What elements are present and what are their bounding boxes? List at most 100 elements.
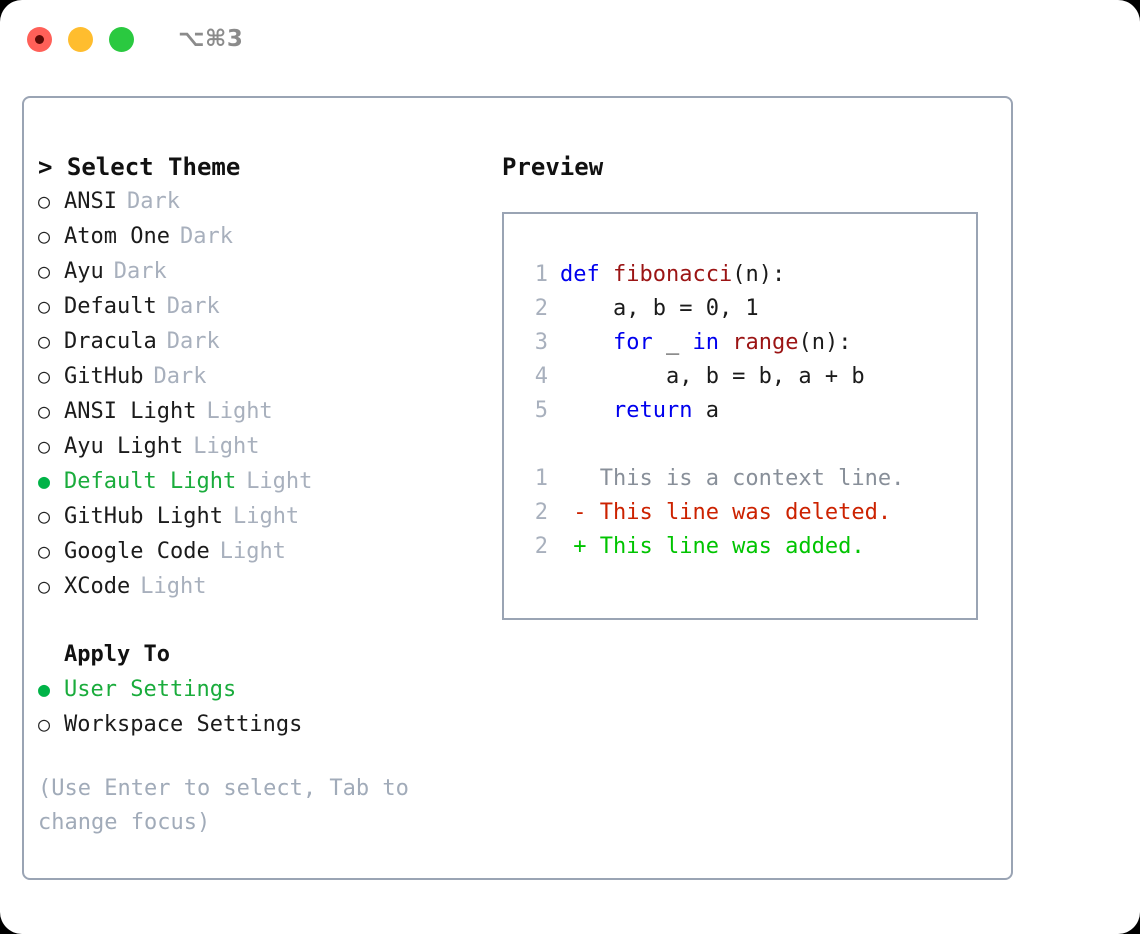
theme-option-ansi-light[interactable]: ○ ANSI Light Light bbox=[38, 394, 492, 429]
code-token-kw: return bbox=[612, 398, 693, 423]
minimize-button[interactable] bbox=[68, 26, 93, 52]
code-token-plain: a, b = b, a + b bbox=[560, 364, 865, 389]
code-line-number: 5 bbox=[534, 398, 548, 423]
code-token-plain: (n): bbox=[732, 262, 786, 287]
code-line: 4 a, b = b, a + b bbox=[520, 360, 976, 394]
diff-line: 2 + This line was added. bbox=[520, 530, 976, 564]
code-line-number: 2 bbox=[534, 296, 548, 321]
diff-line: 1 This is a context line. bbox=[520, 462, 976, 496]
theme-option-label: Atom One bbox=[64, 224, 170, 249]
radio-unselected-icon: ○ bbox=[38, 224, 51, 248]
theme-option-variant: Dark bbox=[166, 294, 220, 319]
apply-to-option-label: User Settings bbox=[64, 677, 237, 702]
apply-to-option-workspace-settings[interactable]: ○Workspace Settings bbox=[38, 707, 492, 742]
diff-line-content: This is a context line. bbox=[560, 466, 905, 491]
theme-option-variant: Light bbox=[140, 574, 207, 599]
theme-option-variant: Light bbox=[246, 469, 313, 494]
radio-unselected-icon: ○ bbox=[38, 504, 51, 528]
code-line-number: 4 bbox=[534, 364, 548, 389]
code-token-kw: def bbox=[560, 262, 613, 287]
theme-option-atom-one[interactable]: ○ Atom One Dark bbox=[38, 219, 492, 254]
theme-option-github-light[interactable]: ○ GitHub Light Light bbox=[38, 499, 492, 534]
radio-unselected-icon: ○ bbox=[38, 399, 51, 423]
diff-line-content: - This line was deleted. bbox=[560, 500, 892, 525]
code-line-content: a, b = 0, 1 bbox=[560, 292, 759, 326]
theme-option-variant: Light bbox=[232, 504, 300, 529]
theme-option-default[interactable]: ○ Default Dark bbox=[38, 289, 492, 324]
theme-option-dracula[interactable]: ○ Dracula Dark bbox=[38, 324, 492, 359]
theme-option-label: Default Light bbox=[64, 469, 237, 494]
theme-option-label: Google Code bbox=[64, 539, 210, 564]
diff-line: 2 - This line was deleted. bbox=[520, 496, 976, 530]
theme-option-variant: Light bbox=[219, 539, 286, 564]
code-line-content: def fibonacci(n): bbox=[560, 258, 785, 292]
diff-line-number: 2 bbox=[534, 534, 548, 559]
select-theme-heading: > Select Theme bbox=[38, 153, 241, 181]
radio-unselected-icon: ○ bbox=[38, 712, 51, 736]
code-token-plain: a, b = 0, 1 bbox=[560, 296, 759, 321]
maximize-button[interactable] bbox=[109, 26, 134, 52]
code-line-number: 3 bbox=[534, 330, 548, 355]
theme-option-default-light[interactable]: ● Default Light Light bbox=[38, 464, 492, 499]
theme-option-label: GitHub bbox=[64, 364, 144, 389]
theme-option-variant: Light bbox=[206, 399, 273, 424]
section-spacer bbox=[38, 604, 492, 638]
apply-to-option-user-settings[interactable]: ● User Settings bbox=[38, 672, 492, 707]
theme-option-label: ANSI Light bbox=[64, 399, 197, 424]
theme-option-label: Default bbox=[64, 294, 157, 319]
code-token-plain bbox=[560, 330, 613, 355]
radio-unselected-icon: ○ bbox=[38, 434, 51, 458]
keyboard-shortcut-label: ⌥⌘3 bbox=[178, 26, 244, 52]
theme-option-label: ANSI bbox=[64, 189, 117, 214]
code-token-fn: range bbox=[732, 330, 799, 355]
code-diff-spacer bbox=[520, 428, 976, 462]
radio-unselected-icon: ○ bbox=[38, 189, 51, 213]
code-line-content: return a bbox=[560, 394, 719, 428]
radio-unselected-icon: ○ bbox=[38, 259, 51, 283]
code-token-kw: for bbox=[612, 330, 653, 355]
theme-option-variant: Dark bbox=[179, 224, 233, 249]
title-bar: ⌥⌘3 bbox=[0, 0, 1140, 78]
code-line: 2 a, b = 0, 1 bbox=[520, 292, 976, 326]
radio-unselected-icon: ○ bbox=[38, 294, 51, 318]
code-line: 3 for _ in range(n): bbox=[520, 326, 976, 360]
theme-option-label: Ayu bbox=[64, 259, 104, 284]
code-token-plain bbox=[719, 330, 732, 355]
code-token-plain: a bbox=[692, 398, 719, 423]
apply-to-list[interactable]: ● User Settings ○Workspace Settings bbox=[38, 672, 492, 742]
radio-unselected-icon: ○ bbox=[38, 329, 51, 353]
theme-option-variant: Dark bbox=[113, 259, 167, 284]
theme-option-github[interactable]: ○ GitHub Dark bbox=[38, 359, 492, 394]
close-button[interactable] bbox=[27, 26, 52, 52]
preview-heading: Preview bbox=[502, 153, 604, 181]
theme-option-label: Ayu Light bbox=[64, 434, 184, 459]
code-token-plain bbox=[560, 398, 613, 423]
radio-selected-icon: ● bbox=[38, 469, 51, 493]
diff-sample: 1 This is a context line.2 - This line w… bbox=[520, 462, 976, 564]
code-line-content: a, b = b, a + b bbox=[560, 360, 865, 394]
theme-option-label: Dracula bbox=[64, 329, 157, 354]
diff-line-number: 2 bbox=[534, 500, 548, 525]
radio-selected-icon: ● bbox=[38, 677, 51, 701]
theme-option-variant: Dark bbox=[166, 329, 220, 354]
theme-option-ayu[interactable]: ○ Ayu Dark bbox=[38, 254, 492, 289]
radio-unselected-icon: ○ bbox=[38, 574, 51, 598]
theme-option-variant: Dark bbox=[153, 364, 207, 389]
code-token-kw: in bbox=[692, 330, 719, 355]
code-line-content: for _ in range(n): bbox=[560, 326, 851, 360]
radio-unselected-icon: ○ bbox=[38, 364, 51, 388]
theme-option-label: GitHub Light bbox=[64, 504, 223, 529]
apply-to-heading: Apply To bbox=[64, 642, 170, 667]
